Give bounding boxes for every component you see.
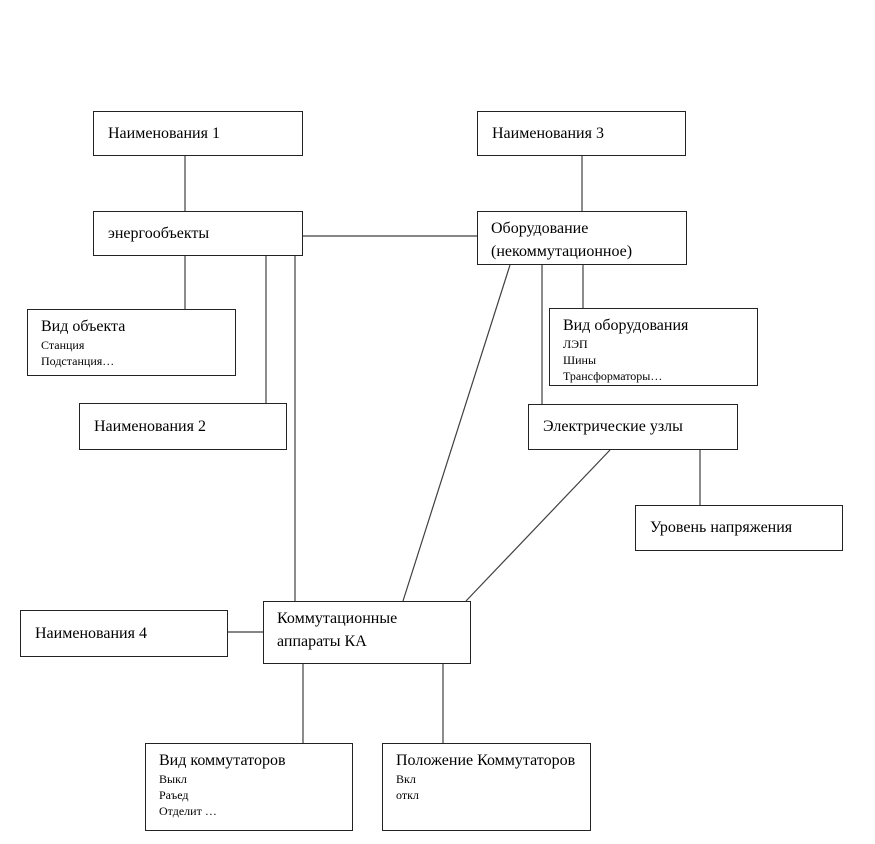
node-item: Шины [563, 353, 597, 368]
node-equipment-type: Вид оборудования ЛЭП Шины Трансформаторы… [549, 308, 758, 386]
node-switch-position: Положение Коммутаторов Вкл откл [382, 743, 591, 831]
node-names2: Наименования 2 [79, 403, 287, 450]
node-title: Электрические узлы [543, 418, 683, 436]
node-title: Наименования 4 [35, 624, 147, 642]
node-switching-devices: Коммутационные аппараты КА [263, 601, 471, 664]
node-names3: Наименования 3 [477, 111, 686, 156]
node-title: Вид оборудования [563, 317, 689, 334]
node-title: Наименования 1 [108, 124, 220, 142]
connector-equipment-switching-devices [402, 264, 511, 602]
node-item: ЛЭП [563, 337, 588, 352]
node-energy-objects: энергообъекты [93, 211, 303, 256]
node-item: Выкл [159, 772, 187, 787]
node-voltage-level: Уровень напряжения [635, 505, 843, 551]
node-names4: Наименования 4 [20, 610, 228, 657]
node-title: Наименования 2 [94, 417, 206, 435]
node-item: Раъед [159, 788, 189, 803]
node-title: Наименования 3 [492, 124, 604, 142]
node-title: Оборудование (некоммутационное) [491, 220, 633, 261]
node-item: Станция [41, 338, 85, 353]
node-item: откл [396, 788, 419, 803]
node-item: Отделит … [159, 803, 217, 818]
node-names1: Наименования 1 [93, 111, 303, 156]
node-title: Вид коммутаторов [159, 752, 286, 769]
node-title: энергообъекты [108, 224, 210, 242]
node-title: Коммутационные аппараты КА [277, 610, 398, 651]
node-item: Трансформаторы… [563, 368, 663, 383]
node-title: Вид объекта [41, 318, 126, 335]
node-title: Положение Коммутаторов [396, 752, 576, 769]
node-title: Уровень напряжения [650, 519, 793, 537]
node-electrical-nodes: Электрические узлы [528, 404, 738, 450]
connector-electrical-nodes-switching-devices [465, 449, 611, 602]
node-equipment: Оборудование (некоммутационное) [477, 211, 687, 265]
node-item: Подстанция… [41, 354, 115, 369]
node-item: Вкл [396, 772, 416, 787]
node-object-type: Вид объекта Станция Подстанция… [27, 309, 236, 376]
node-switch-type: Вид коммутаторов Выкл Раъед Отделит … [145, 743, 353, 831]
